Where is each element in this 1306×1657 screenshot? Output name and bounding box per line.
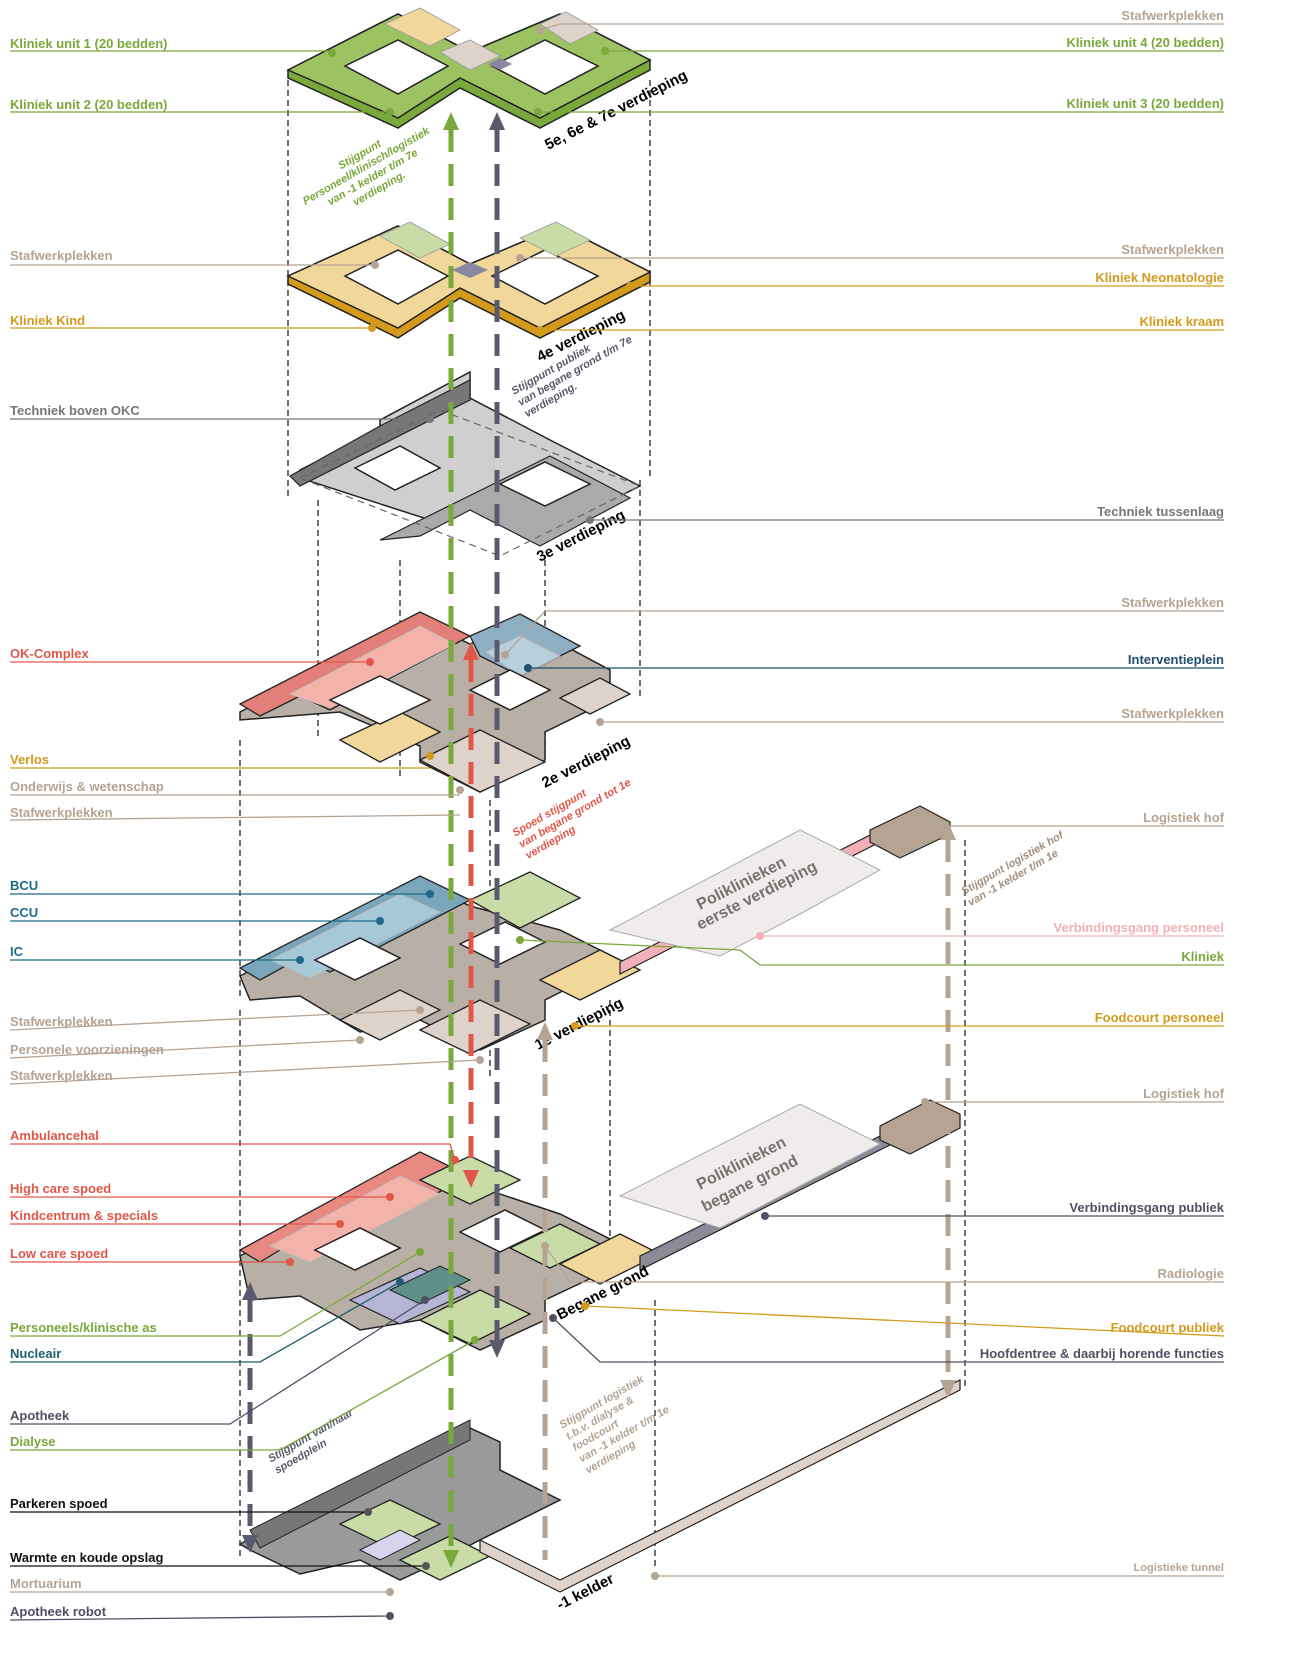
right-label-logistiek-hof: Logistiek hof — [1143, 810, 1224, 825]
floor-5-6-7 — [286, 7, 652, 129]
left-label-bcu: BCU — [10, 878, 39, 893]
right-label-kliniek-unit-3-20-bedden: Kliniek unit 3 (20 bedden) — [1066, 96, 1224, 111]
left-label-mortuarium: Mortuarium — [10, 1576, 82, 1591]
floor-4 — [286, 221, 652, 339]
left-label-parkeren-spoed: Parkeren spoed — [10, 1496, 108, 1511]
right-label-kliniek-neonatologie: Kliniek Neonatologie — [1095, 270, 1224, 285]
poli-ground-floor: Poliklinieken begane grond — [618, 1103, 882, 1229]
poli-first-floor: Poliklinieken eerste verdieping — [608, 829, 882, 957]
left-label-warmte-en-koude-opslag: Warmte en koude opslag — [10, 1550, 164, 1565]
left-label-stafwerkplekken: Stafwerkplekken — [10, 248, 113, 263]
floor-kelder — [238, 1379, 961, 1593]
left-label-low-care-spoed: Low care spoed — [10, 1246, 109, 1261]
left-label-techniek-boven-okc: Techniek boven OKC — [10, 403, 140, 418]
left-label-onderwijs-wetenschap: Onderwijs & wetenschap — [10, 779, 164, 794]
leader-lines-left — [9, 49, 484, 1621]
annotation-spoed-stijgpunt: Spoed stijgpunt van begane grond tot 1e … — [511, 777, 634, 862]
left-label-nucleair: Nucleair — [10, 1346, 62, 1361]
right-label-kliniek: Kliniek — [1181, 949, 1224, 964]
circulation-arrows — [242, 112, 956, 1568]
right-label-stafwerkplekken: Stafwerkplekken — [1121, 8, 1224, 23]
left-label-ic: IC — [10, 944, 23, 959]
svg-text:van begane grond tot 1e: van begane grond tot 1e — [517, 777, 633, 851]
right-label-logistiek-hof: Logistiek hof — [1143, 1086, 1224, 1101]
right-label-verbindingsgang-personeel: Verbindingsgang personeel — [1053, 920, 1224, 935]
right-label-foodcourt-personeel: Foodcourt personeel — [1094, 1010, 1224, 1025]
left-label-dialyse: Dialyse — [10, 1434, 56, 1449]
leader-lines-right — [501, 23, 1225, 1580]
left-label-personele-voorzieningen: Personele voorzieningen — [10, 1042, 164, 1057]
floor-3 — [289, 370, 642, 557]
left-label-ambulancehal: Ambulancehal — [10, 1128, 99, 1143]
right-label-stafwerkplekken: Stafwerkplekken — [1121, 595, 1224, 610]
right-label-interventieplein: Interventieplein — [1127, 652, 1224, 667]
annotation-stijgpunt-logistiek-hof: Stijgpunt logistiek hof van -1 kelder t/… — [960, 829, 1067, 909]
right-label-radiologie: Radiologie — [1157, 1266, 1224, 1281]
annotation-stijgpunt-spoedplein: Stijgpunt van/naar spoedplein — [266, 1407, 356, 1477]
right-label-verbindingsgang-publiek: Verbindingsgang publiek — [1069, 1200, 1224, 1215]
right-label-kliniek-kraam: Kliniek kraam — [1139, 314, 1224, 329]
left-label-ccu: CCU — [10, 905, 39, 920]
left-label-personeels-klinische-as: Personeels/klinische as — [10, 1320, 157, 1335]
left-label-ok-complex: OK-Complex — [10, 646, 89, 661]
left-label-verlos: Verlos — [10, 752, 50, 767]
right-label-techniek-tussenlaag: Techniek tussenlaag — [1097, 504, 1224, 519]
left-label-kindcentrum-specials: Kindcentrum & specials — [10, 1208, 159, 1223]
left-label-kliniek-kind: Kliniek Kind — [10, 313, 86, 328]
right-label-stafwerkplekken: Stafwerkplekken — [1121, 242, 1224, 257]
left-label-stafwerkplekken: Stafwerkplekken — [10, 1014, 113, 1029]
right-label-stafwerkplekken: Stafwerkplekken — [1121, 706, 1224, 721]
left-label-stafwerkplekken: Stafwerkplekken — [10, 805, 113, 820]
right-label-kliniek-unit-4-20-bedden: Kliniek unit 4 (20 bedden) — [1066, 35, 1224, 50]
annotation-stijgpunt-personeel: Stijgpunt Personeel/klinisch/logistiek v… — [301, 125, 433, 209]
left-label-stafwerkplekken: Stafwerkplekken — [10, 1068, 113, 1083]
left-label-kliniek-unit-1-20-bedden: Kliniek unit 1 (20 bedden) — [10, 36, 168, 51]
right-label-logistieke-tunnel: Logistieke tunnel — [1133, 1562, 1224, 1574]
left-label-kliniek-unit-2-20-bedden: Kliniek unit 2 (20 bedden) — [10, 97, 168, 112]
left-label-high-care-spoed: High care spoed — [10, 1181, 112, 1196]
right-label-hoofdentree-daarbij-horende-functies: Hoofdentree & daarbij horende functies — [979, 1346, 1224, 1361]
annotation-stijgpunt-dialyse: Stijgpunt logistiek t.b.v. dialyse & foo… — [558, 1373, 672, 1477]
left-label-apotheek-robot: Apotheek robot — [10, 1604, 107, 1619]
left-label-apotheek: Apotheek — [10, 1408, 70, 1423]
right-label-foodcourt-publiek: Foodcourt publiek — [1110, 1320, 1224, 1335]
